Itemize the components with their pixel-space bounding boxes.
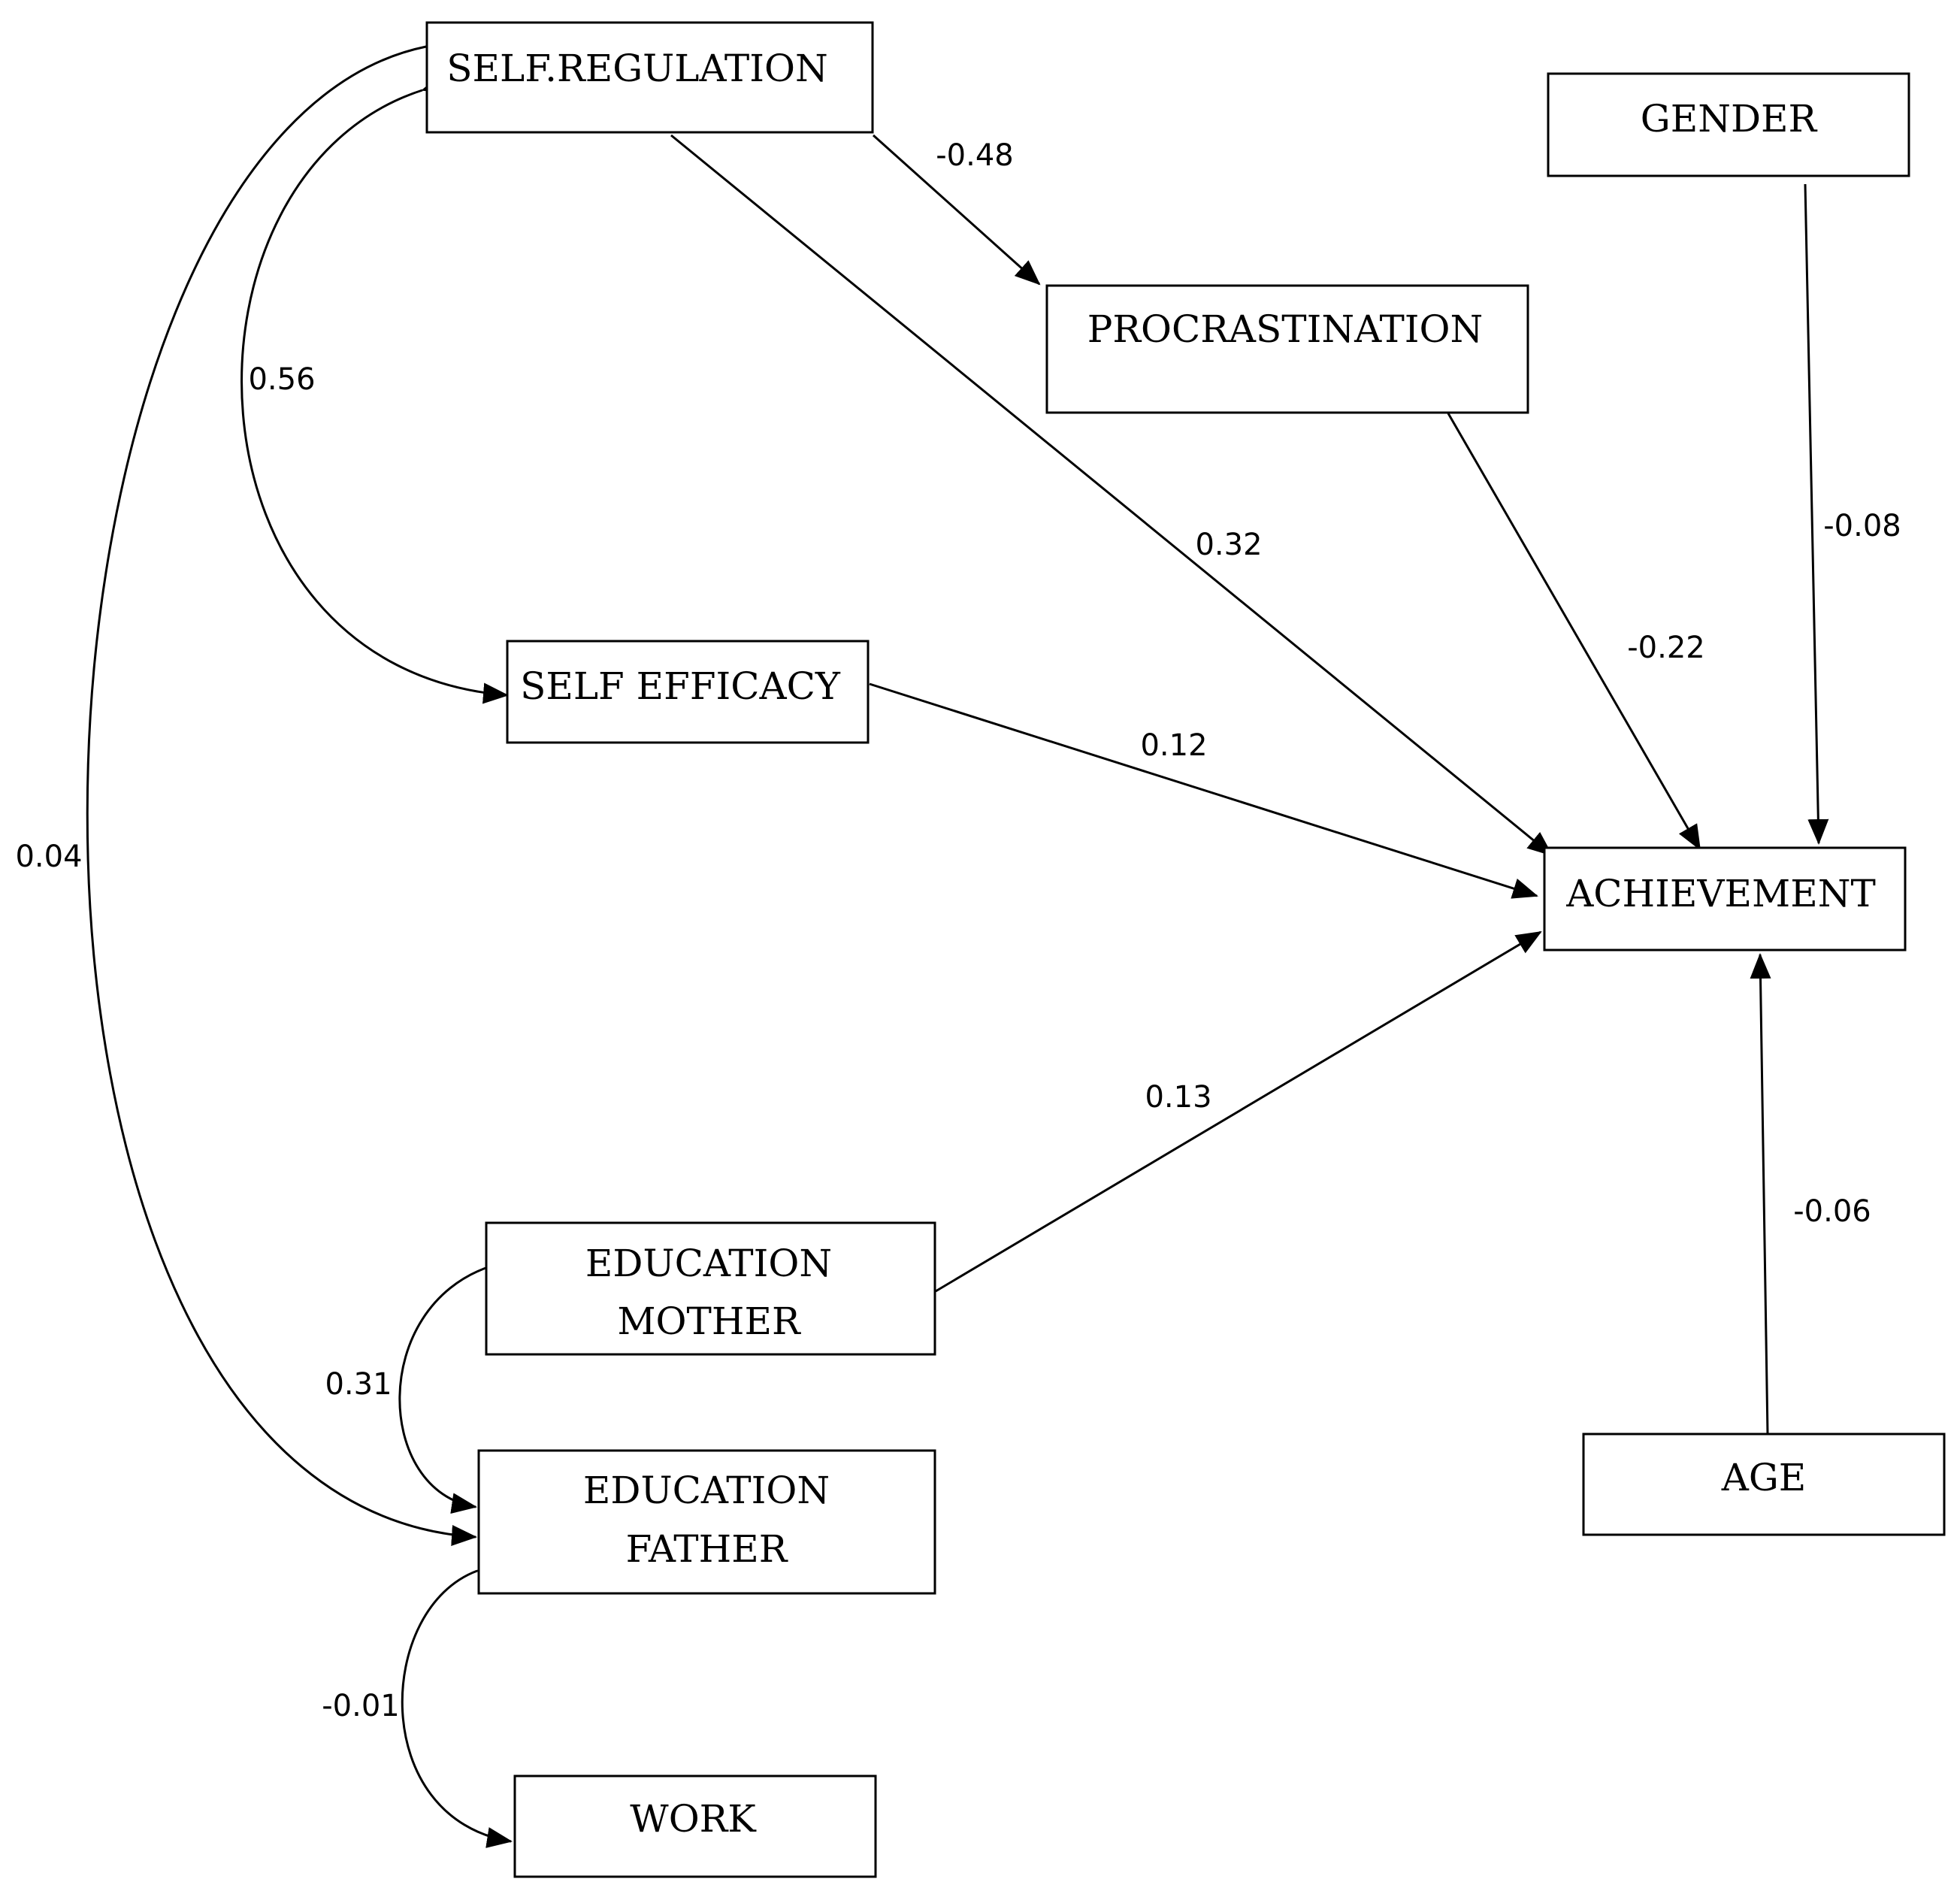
coef-selfefficacy-to-achievement: 0.12 (1140, 728, 1207, 763)
coef-edmother-edfather: 0.31 (325, 1367, 392, 1402)
cov-edfather-work (401, 1552, 513, 1848)
node-label: PROCRASTINATION (1087, 307, 1484, 351)
edge-edmother-to-achievement (935, 930, 1542, 1293)
node-label-line1: EDUCATION (583, 1469, 830, 1512)
node-self-efficacy: SELF EFFICACY (506, 640, 870, 744)
edge-selfreg-to-procrastination (872, 134, 1041, 286)
cov-selfreg-selfefficacy (240, 72, 509, 704)
node-label: SELF.REGULATION (446, 47, 827, 90)
coef-age-to-achievement: -0.06 (1793, 1194, 1871, 1229)
node-self-regulation: SELF.REGULATION (425, 21, 874, 134)
coef-selfreg-to-achievement: 0.32 (1195, 528, 1262, 562)
node-label: WORK (630, 1797, 757, 1841)
node-procrastination: PROCRASTINATION (1045, 284, 1529, 414)
node-gender: GENDER (1547, 72, 1910, 177)
node-label: GENDER (1641, 97, 1818, 141)
node-label: ACHIEVEMENT (1565, 872, 1876, 915)
node-label-line1: EDUCATION (585, 1242, 832, 1285)
edge-selfefficacy-to-achievement (869, 682, 1538, 899)
node-label: AGE (1721, 1456, 1807, 1499)
cov-edmother-edfather (398, 1248, 516, 1514)
edge-age-to-achievement (1750, 953, 1771, 1435)
edge-procrastination-to-achievement (1447, 413, 1701, 851)
node-label: SELF EFFICACY (520, 664, 841, 708)
node-age: AGE (1582, 1433, 1946, 1536)
coef-selfreg-edfather: 0.04 (15, 840, 82, 874)
node-label-line2: FATHER (626, 1527, 788, 1571)
edge-selfreg-to-achievement (670, 134, 1553, 857)
coef-edmother-to-achievement: 0.13 (1145, 1080, 1211, 1115)
coef-edfather-work: -0.01 (322, 1689, 400, 1723)
coef-gender-to-achievement: -0.08 (1823, 509, 1901, 543)
node-label-line2: MOTHER (617, 1299, 801, 1343)
cov-selfreg-edfather (86, 31, 477, 1546)
edge-gender-to-achievement (1804, 183, 1829, 845)
node-achievement: ACHIEVEMENT (1543, 846, 1907, 952)
node-work: WORK (513, 1774, 877, 1878)
coef-procrastination-to-achievement: -0.22 (1627, 631, 1705, 665)
node-education-father: EDUCATION FATHER (477, 1449, 936, 1595)
coef-selfreg-selfefficacy: 0.56 (248, 362, 315, 397)
coef-selfreg-to-procrastination: -0.48 (936, 138, 1014, 173)
node-education-mother: EDUCATION MOTHER (485, 1221, 936, 1356)
